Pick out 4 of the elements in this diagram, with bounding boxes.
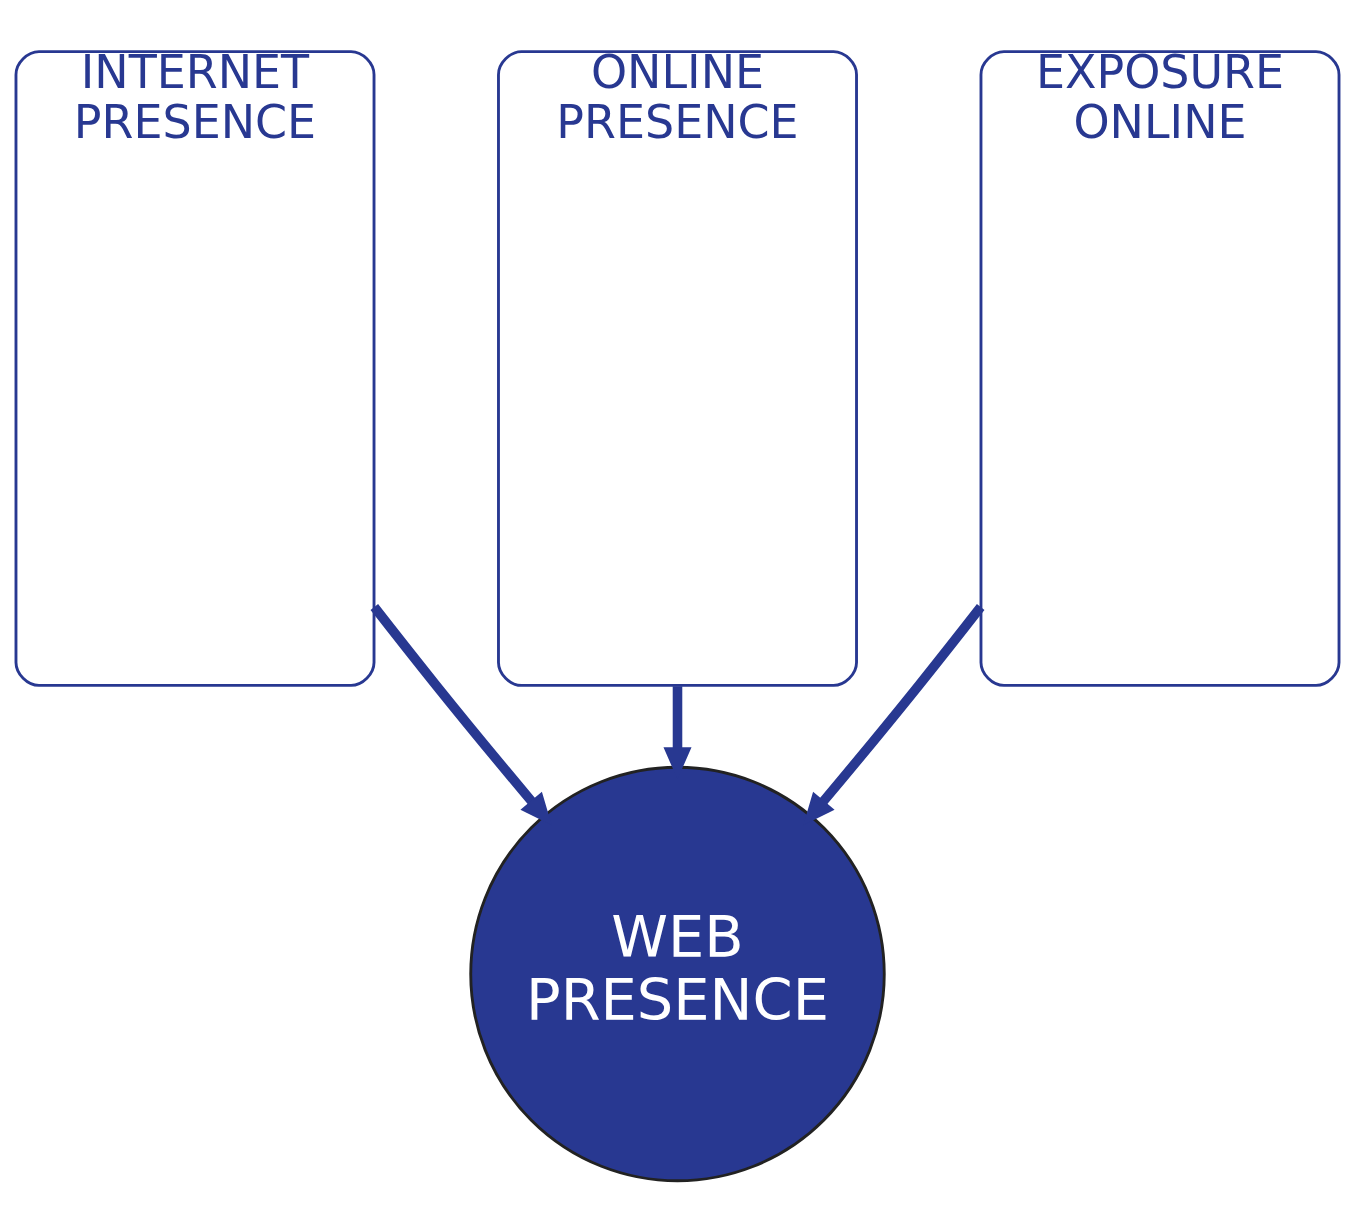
- node-box: ONLINE PRESENCE: [497, 49, 858, 687]
- node-box: INTERNET PRESENCE: [14, 49, 376, 687]
- node-circle: WEB PRESENCE: [469, 765, 886, 1182]
- node-box: EXPOSURE ONLINE: [979, 49, 1341, 687]
